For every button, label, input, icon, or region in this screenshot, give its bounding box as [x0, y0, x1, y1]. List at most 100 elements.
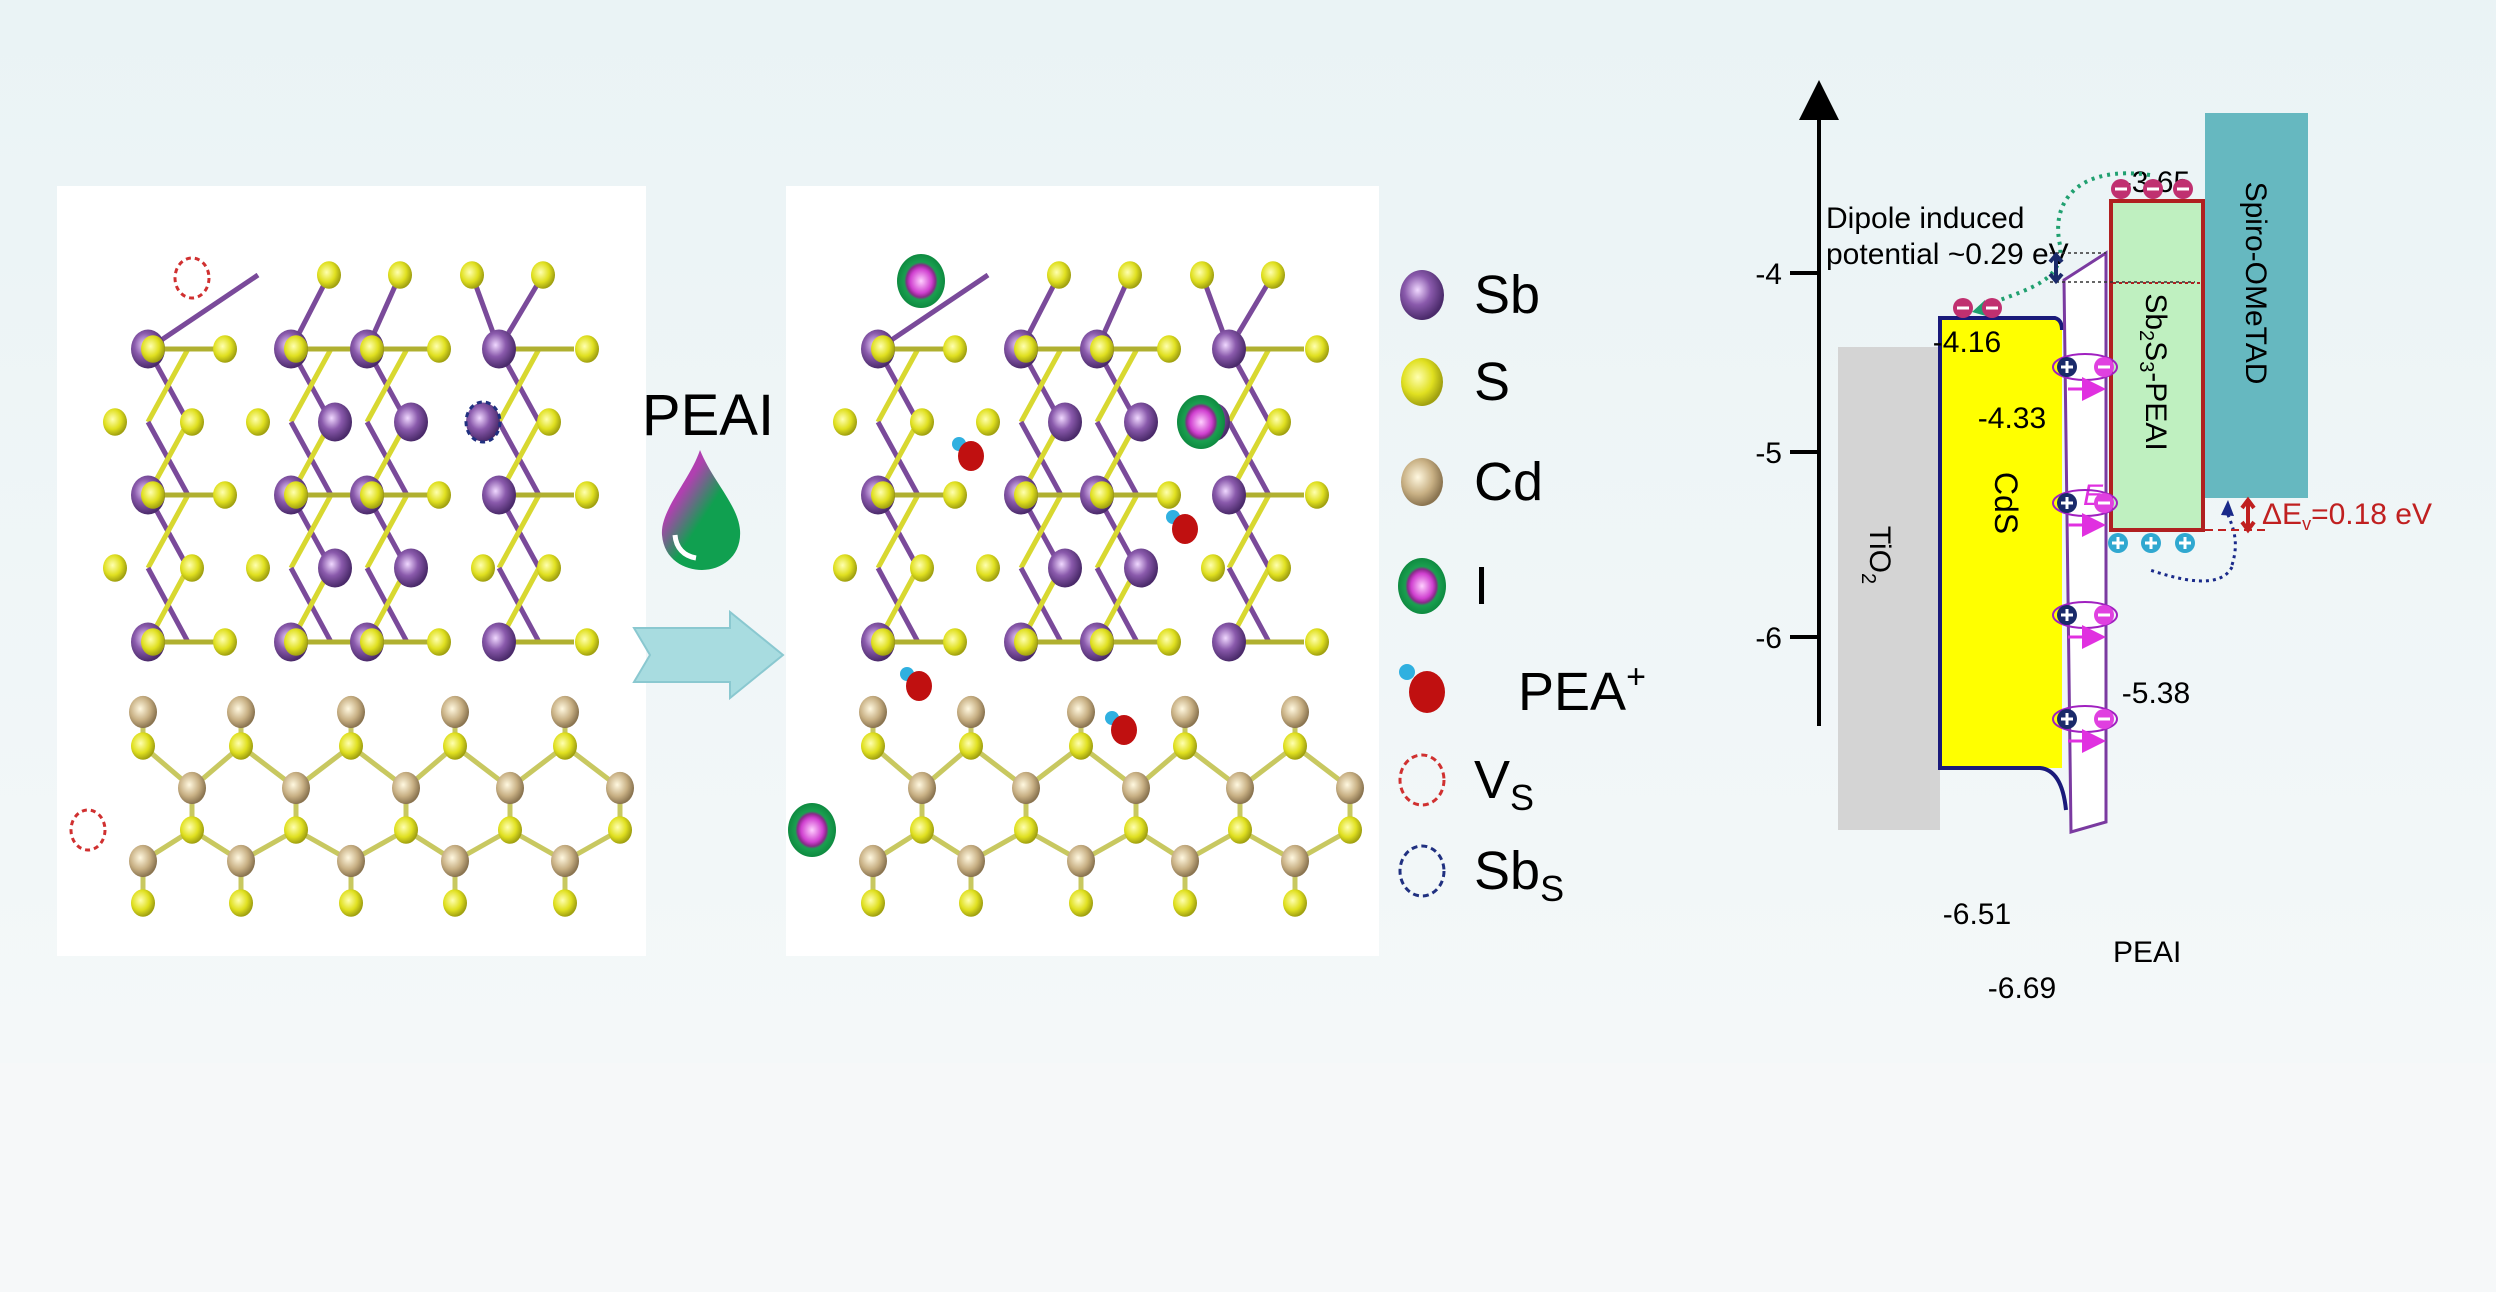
level-peai-vb: -6.69 [1988, 972, 2056, 1005]
level-cds-vb: -6.51 [1943, 898, 2011, 931]
legend-label-text: Cd [1474, 452, 1543, 512]
bond [1226, 493, 1272, 570]
s-atom [1090, 335, 1114, 363]
s-atom [394, 816, 418, 844]
s-atom [1157, 481, 1181, 509]
legend-label-text: Sb [1474, 841, 1540, 901]
cd-atom [337, 844, 365, 878]
s-atom [959, 732, 983, 760]
s-atom [317, 261, 341, 289]
s-atom [443, 732, 467, 760]
s-atom [1283, 889, 1307, 917]
s-atom [427, 335, 451, 363]
cd-atom [957, 844, 985, 878]
s-atom [1267, 554, 1291, 582]
s-atom [427, 481, 451, 509]
s-atom [537, 554, 561, 582]
legend-item: I [1398, 556, 1489, 616]
s-atom [284, 628, 308, 656]
cd-atom [227, 844, 255, 878]
s-atom [1338, 816, 1362, 844]
cd-atom [441, 844, 469, 878]
s-atom [141, 481, 165, 509]
tick-label: -6 [1755, 622, 1782, 655]
s-atom [284, 335, 308, 363]
s-atom [861, 732, 885, 760]
s-atom [1305, 481, 1329, 509]
cd-atom [859, 844, 887, 878]
s-atom [1014, 628, 1038, 656]
legend-label: VS [1474, 750, 1534, 818]
sb-atom [1124, 402, 1158, 442]
bond [1094, 347, 1140, 424]
cd-atom [129, 695, 157, 729]
legend-label-superscript: + [1626, 658, 1646, 696]
level-cds-cb: -4.16 [1933, 326, 2001, 359]
s-atom [1261, 261, 1285, 289]
peai-layer [2062, 250, 2108, 834]
s-atom [910, 554, 934, 582]
iodine-atom [788, 803, 836, 857]
pea-cation [1111, 715, 1137, 745]
s-atom [910, 408, 934, 436]
crystal-structures [69, 254, 1364, 917]
s-atom [1267, 408, 1291, 436]
s-atom [553, 889, 577, 917]
s-atom [1173, 889, 1197, 917]
dipole-offset-arrow [2048, 251, 2064, 285]
droplet-icon [661, 450, 741, 570]
cd-atom [606, 771, 634, 805]
sb-atom [394, 548, 428, 588]
cd-atom [1067, 695, 1095, 729]
sb-atom [1124, 548, 1158, 588]
cd-atom [392, 771, 420, 805]
bond [875, 347, 921, 424]
s-atom [246, 408, 270, 436]
s-atom [246, 554, 270, 582]
cd-atom [1122, 771, 1150, 805]
s-atom [943, 628, 967, 656]
legend-label-text: V [1474, 750, 1510, 810]
legend-label: Cd [1474, 452, 1543, 512]
legend-label-subscript: S [1510, 777, 1534, 818]
s-atom [131, 732, 155, 760]
s-atom [861, 889, 885, 917]
bond [1018, 347, 1064, 424]
s-atom [910, 816, 934, 844]
legend-label-text: I [1474, 556, 1489, 616]
legend-label-text: Sb [1474, 265, 1540, 325]
s-atom [1014, 335, 1038, 363]
s-atom [180, 554, 204, 582]
tio2-layer [1838, 347, 1940, 830]
s-atom [575, 481, 599, 509]
s-atom [131, 889, 155, 917]
cd-atom [1012, 771, 1040, 805]
sb-atom [1048, 402, 1082, 442]
dipole-label-line2: potential ~0.29 eV [1826, 238, 2069, 271]
pea-cation-icon [1409, 671, 1445, 713]
s-atom [1228, 816, 1252, 844]
s-atom [460, 261, 484, 289]
s-atom [943, 335, 967, 363]
s-atom [871, 628, 895, 656]
sb-atom [1212, 329, 1246, 369]
sb-antisite-circle [464, 400, 502, 444]
delta-ev-label: ΔEv=0.18 eV [2262, 498, 2432, 534]
legend-item: S [1401, 352, 1510, 412]
s-atom [360, 335, 384, 363]
s-atom [284, 481, 308, 509]
bond [145, 493, 191, 570]
s-atom [608, 816, 632, 844]
s-atom [443, 889, 467, 917]
legend-label: Sb [1474, 265, 1540, 325]
cd-atom [282, 771, 310, 805]
vacancy-circle-icon [1398, 753, 1446, 807]
cds-label: CdS [1988, 472, 2024, 534]
s-atom [103, 408, 127, 436]
s-atom [180, 816, 204, 844]
cd-atom [1171, 695, 1199, 729]
cd-atom [129, 844, 157, 878]
bond [1226, 347, 1272, 424]
